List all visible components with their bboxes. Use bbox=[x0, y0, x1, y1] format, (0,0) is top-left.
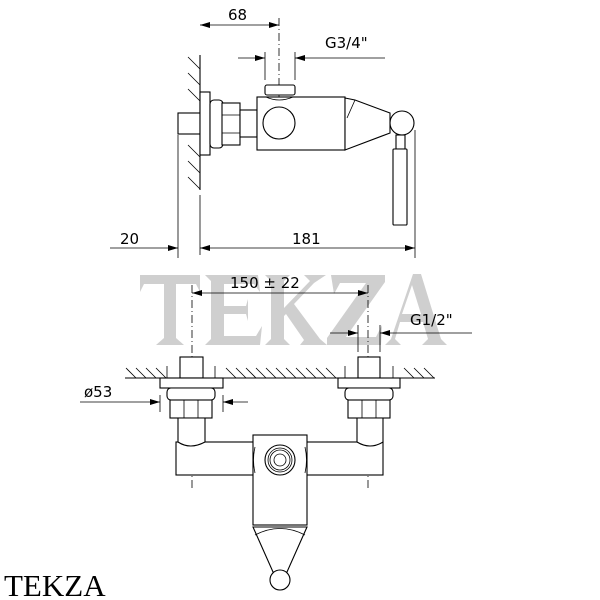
hex-nut-right bbox=[347, 399, 391, 419]
inlet-stub-right bbox=[357, 356, 381, 379]
lever-handle bbox=[392, 148, 408, 226]
front-view: 150 ± 22 G1/2" ø53 bbox=[80, 274, 472, 591]
dim-wall-stub: 20 bbox=[120, 230, 139, 248]
handle-ball bbox=[389, 110, 415, 136]
hex-nut-left bbox=[169, 399, 213, 419]
inlet-stub-left bbox=[179, 356, 204, 379]
side-view: 68 G3/4" 20 181 bbox=[110, 6, 416, 258]
flange-left bbox=[159, 377, 224, 389]
wall-hatching bbox=[125, 367, 435, 379]
dim-inlet-thread: G1/2" bbox=[410, 311, 453, 329]
wall-hatching bbox=[187, 56, 201, 190]
brand-logo: TEKZA bbox=[4, 568, 106, 600]
wall-stub bbox=[177, 112, 201, 135]
outlet-cap bbox=[264, 84, 296, 96]
flange-right bbox=[337, 377, 401, 389]
flange bbox=[199, 91, 211, 156]
dim-flange-diameter: ø53 bbox=[84, 383, 112, 401]
handle-ball-front bbox=[269, 569, 291, 591]
dim-outlet-thread: G3/4" bbox=[325, 34, 368, 52]
hex-nut bbox=[221, 102, 241, 146]
dim-total-depth: 181 bbox=[292, 230, 321, 248]
dim-outlet-offset: 68 bbox=[228, 6, 247, 24]
inlet-circle bbox=[262, 106, 296, 140]
connector-pipe bbox=[239, 109, 258, 138]
dim-center-distance: 150 ± 22 bbox=[230, 274, 300, 292]
handle-cone-front bbox=[252, 526, 308, 573]
handle-cone bbox=[344, 97, 391, 151]
outlet-connector bbox=[264, 444, 296, 476]
